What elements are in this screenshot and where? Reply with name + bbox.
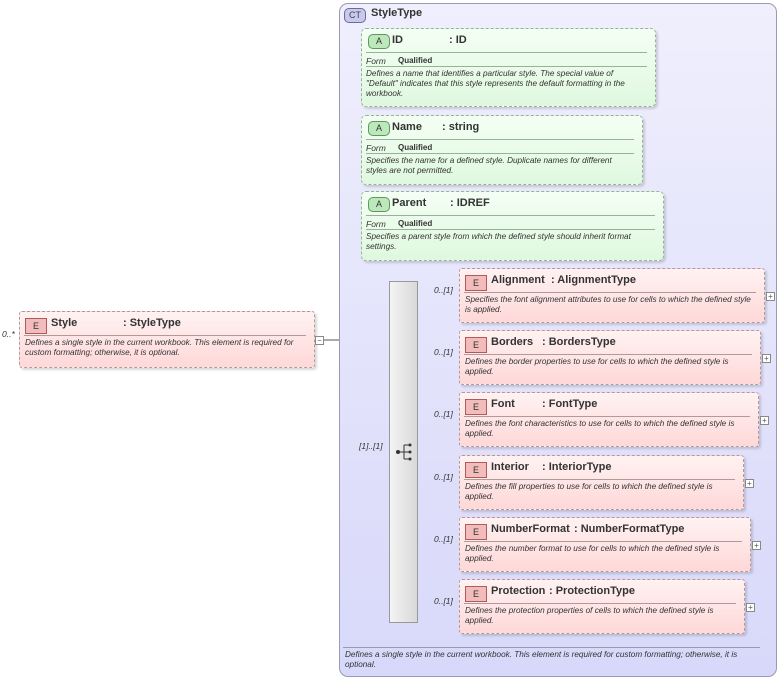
- element-style[interactable]: E Style : StyleType Defines a single sty…: [19, 311, 315, 368]
- element-type: : ProtectionType: [549, 585, 635, 597]
- attribute-type: : IDREF: [450, 197, 490, 209]
- sequence-icon: [396, 443, 412, 461]
- child-multiplicity: 0..[1]: [434, 596, 453, 606]
- element-protection[interactable]: E Protection : ProtectionType Defines th…: [459, 579, 745, 634]
- divider: [366, 139, 634, 140]
- element-name: Font: [491, 398, 515, 410]
- divider: [366, 215, 655, 216]
- form-value: Qualified: [398, 56, 433, 65]
- element-name: Borders: [491, 336, 534, 348]
- collapse-toggle-icon[interactable]: −: [315, 336, 324, 345]
- form-label: Form: [366, 143, 386, 153]
- element-numberformat[interactable]: E NumberFormat : NumberFormatType Define…: [459, 517, 751, 572]
- element-badge: E: [465, 399, 487, 415]
- element-description: Defines the font characteristics to use …: [465, 419, 735, 438]
- attribute-parent[interactable]: A Parent : IDREF Form Qualified Specifie…: [361, 191, 664, 261]
- element-font[interactable]: E Font : FontType Defines the font chara…: [459, 392, 759, 447]
- child-multiplicity: 0..[1]: [434, 347, 453, 357]
- expand-icon[interactable]: +: [745, 479, 754, 488]
- expand-icon[interactable]: +: [760, 416, 769, 425]
- element-name: NumberFormat: [491, 523, 570, 535]
- complex-type-description: Defines a single style in the current wo…: [345, 650, 738, 669]
- element-description: Defines the fill properties to use for c…: [465, 482, 713, 501]
- expand-icon[interactable]: +: [752, 541, 761, 550]
- element-name: Alignment: [491, 274, 545, 286]
- attribute-id[interactable]: A ID : ID Form Qualified Defines a name …: [361, 28, 656, 107]
- divider: [366, 153, 634, 154]
- element-badge: E: [465, 337, 487, 353]
- expand-icon[interactable]: +: [746, 603, 755, 612]
- root-multiplicity: 0..*: [2, 329, 15, 339]
- element-badge: E: [465, 462, 487, 478]
- expand-icon[interactable]: +: [766, 292, 775, 301]
- element-badge: E: [465, 524, 487, 540]
- element-alignment[interactable]: E Alignment : AlignmentType Specifies th…: [459, 268, 765, 323]
- element-description: Specifies the font alignment attributes …: [465, 295, 751, 314]
- element-type: : BordersType: [542, 336, 616, 348]
- attribute-description: Specifies the name for a defined style. …: [366, 156, 612, 175]
- attribute-badge: A: [368, 34, 390, 49]
- attribute-type: : string: [442, 121, 480, 133]
- attribute-name: Parent: [392, 197, 427, 209]
- attribute-badge: A: [368, 197, 390, 212]
- attribute-name: Name: [392, 121, 422, 133]
- divider: [366, 52, 647, 53]
- child-multiplicity: 0..[1]: [434, 534, 453, 544]
- element-badge: E: [465, 586, 487, 602]
- element-interior[interactable]: E Interior : InteriorType Defines the fi…: [459, 455, 744, 510]
- form-label: Form: [366, 219, 386, 229]
- sequence-multiplicity: [1]..[1]: [359, 441, 383, 451]
- complex-type-badge: CT: [344, 8, 366, 23]
- form-value: Qualified: [398, 219, 433, 228]
- element-type: : FontType: [542, 398, 598, 410]
- divider: [366, 66, 647, 67]
- element-description: Defines the border properties to use for…: [465, 357, 729, 376]
- form-label: Form: [366, 56, 386, 66]
- element-name: Style: [51, 317, 78, 329]
- divider: [464, 292, 756, 293]
- divider: [366, 229, 655, 230]
- element-badge: E: [25, 318, 47, 334]
- element-badge: E: [465, 275, 487, 291]
- divider: [24, 335, 306, 336]
- child-multiplicity: 0..[1]: [434, 409, 453, 419]
- complex-type-name: StyleType: [371, 7, 423, 19]
- attribute-description: Defines a name that identifies a particu…: [366, 69, 625, 98]
- divider: [343, 647, 760, 648]
- divider: [464, 416, 750, 417]
- child-multiplicity: 0..[1]: [434, 285, 453, 295]
- divider: [464, 541, 742, 542]
- element-type: : InteriorType: [542, 461, 612, 473]
- form-value: Qualified: [398, 143, 433, 152]
- element-description: Defines the number format to use for cel…: [465, 544, 720, 563]
- divider: [464, 603, 736, 604]
- child-multiplicity: 0..[1]: [434, 472, 453, 482]
- divider: [464, 479, 735, 480]
- attribute-name: ID: [392, 34, 403, 46]
- element-name: Interior: [491, 461, 529, 473]
- element-type: : AlignmentType: [551, 274, 636, 286]
- expand-icon[interactable]: +: [762, 354, 771, 363]
- attribute-badge: A: [368, 121, 390, 136]
- divider: [464, 354, 752, 355]
- element-borders[interactable]: E Borders : BordersType Defines the bord…: [459, 330, 761, 385]
- attribute-description: Specifies a parent style from which the …: [366, 232, 631, 251]
- element-description: Defines a single style in the current wo…: [25, 338, 294, 357]
- element-type: : NumberFormatType: [574, 523, 685, 535]
- element-description: Defines the protection properties of cel…: [465, 606, 714, 625]
- attribute-type: : ID: [449, 34, 467, 46]
- attribute-name-attr[interactable]: A Name : string Form Qualified Specifies…: [361, 115, 643, 185]
- element-name: Protection: [491, 585, 546, 597]
- element-type: : StyleType: [123, 317, 181, 329]
- sequence-compositor[interactable]: [389, 281, 418, 623]
